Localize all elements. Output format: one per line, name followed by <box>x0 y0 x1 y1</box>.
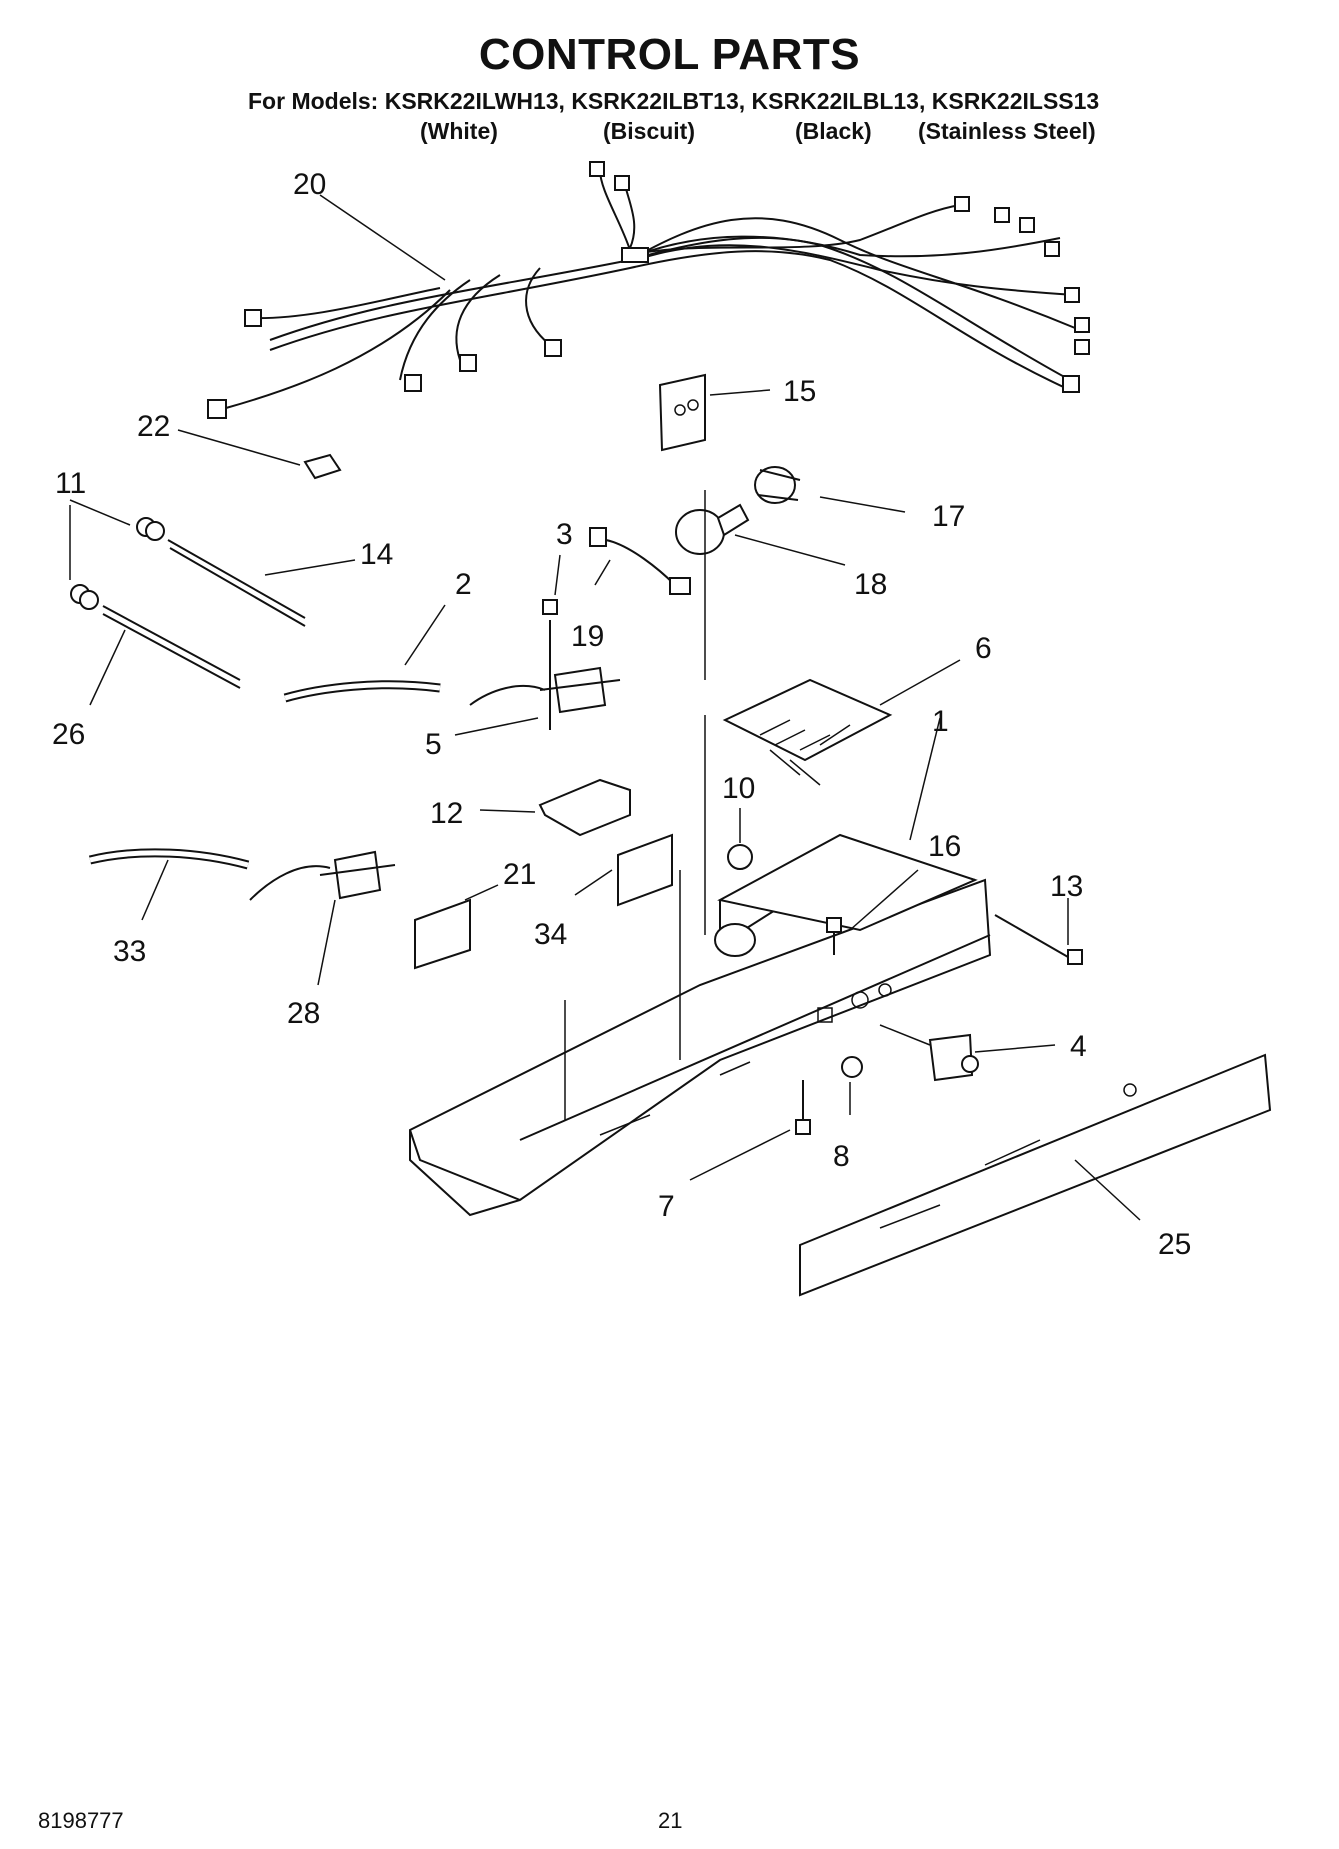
leader-lines <box>69 194 1141 1221</box>
page-number: 21 <box>658 1808 683 1833</box>
callout-16: 16 <box>928 830 962 863</box>
rods-and-grommets <box>70 517 306 689</box>
callout-13: 13 <box>1050 870 1084 903</box>
doc-number: 8198777 <box>38 1808 124 1833</box>
color-black: (Black) <box>795 118 872 144</box>
callout-25: 25 <box>1158 1228 1192 1261</box>
trim-strip <box>799 1053 1272 1297</box>
bracket-12 <box>538 778 631 837</box>
callout-18: 18 <box>854 568 888 601</box>
callout-5: 5 <box>425 728 442 761</box>
color-stainless: (Stainless Steel) <box>918 118 1096 144</box>
callout-22: 22 <box>137 410 171 443</box>
cover-plate <box>658 373 706 452</box>
switch-5 <box>469 599 621 730</box>
callout-20: 20 <box>293 168 327 201</box>
callout-10: 10 <box>722 772 756 805</box>
callout-19: 19 <box>571 620 605 653</box>
callout-28: 28 <box>287 997 321 1030</box>
control-housing <box>409 833 992 1217</box>
color-white: (White) <box>420 118 498 144</box>
callout-33: 33 <box>113 935 147 968</box>
label-21 <box>414 898 471 970</box>
light-socket <box>754 466 801 504</box>
grommet-10 <box>727 844 753 870</box>
callout-15: 15 <box>783 375 817 408</box>
callout-26: 26 <box>52 718 86 751</box>
models-line: For Models: KSRK22ILWH13, KSRK22ILBT13, … <box>248 88 1100 114</box>
callout-2: 2 <box>455 568 472 601</box>
jumper-harness <box>589 527 691 595</box>
screws <box>795 914 1083 1135</box>
callout-1: 1 <box>932 705 949 738</box>
callout-3: 3 <box>556 518 573 551</box>
callout-21: 21 <box>503 858 537 891</box>
callout-14: 14 <box>360 538 394 571</box>
color-biscuit: (Biscuit) <box>603 118 695 144</box>
callout-6: 6 <box>975 632 992 665</box>
callout-4: 4 <box>1070 1030 1087 1063</box>
switch-4 <box>879 1024 979 1082</box>
callout-11: 11 <box>55 467 87 500</box>
callout-17: 17 <box>932 500 966 533</box>
callout-8: 8 <box>833 1140 850 1173</box>
label-34 <box>617 833 673 907</box>
button-8 <box>841 1056 863 1078</box>
wire-clip <box>303 453 342 480</box>
switch-28 <box>249 850 396 901</box>
light-bulb <box>675 503 750 555</box>
callout-34: 34 <box>534 918 568 951</box>
callout-12: 12 <box>430 797 464 830</box>
page-title: CONTROL PARTS <box>478 30 861 79</box>
callout-7: 7 <box>658 1190 675 1223</box>
wire-harness <box>207 161 1090 419</box>
control-board <box>722 678 893 786</box>
